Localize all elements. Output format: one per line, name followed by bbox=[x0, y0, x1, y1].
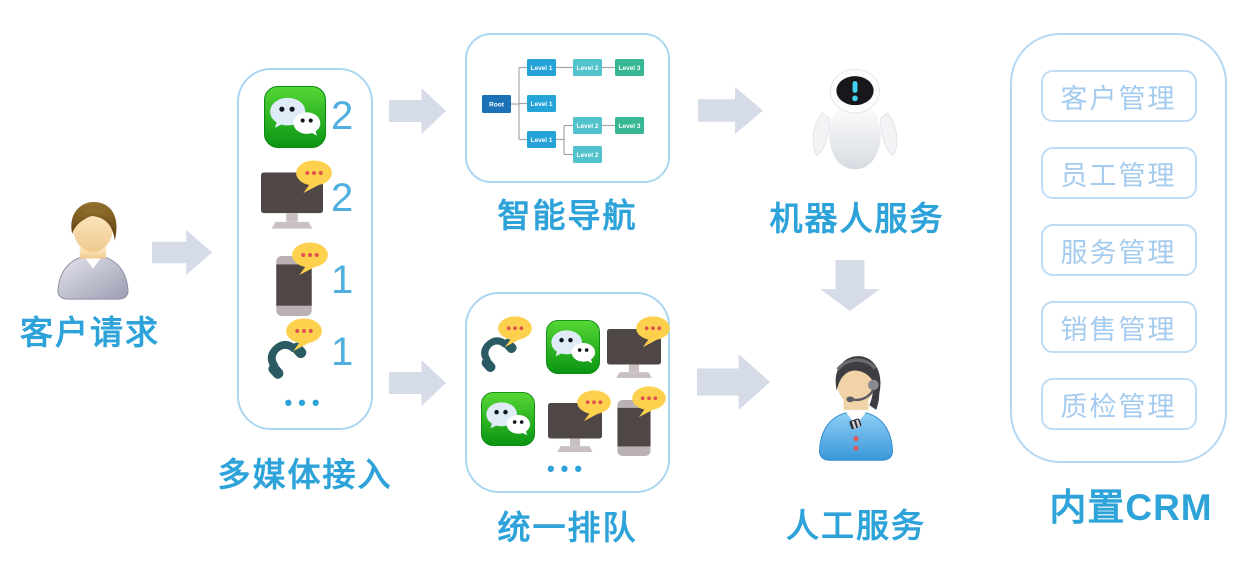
arrow-multimedia-to-queue bbox=[389, 360, 446, 406]
robot-icon bbox=[805, 58, 905, 186]
navigation-label: 智能导航 bbox=[497, 197, 638, 234]
chat-bubble-icon bbox=[295, 160, 333, 194]
wechat-icon bbox=[264, 86, 326, 148]
crm-module-service: 服务管理 bbox=[1040, 224, 1197, 276]
tree-nodes: Root Level 1 Level 1 Level 1 Level 2 Lev… bbox=[482, 59, 644, 163]
chat-bubble-icon bbox=[635, 316, 671, 348]
tree-node-level1: Level 1 bbox=[530, 137, 552, 144]
customer-label: 客户请求 bbox=[20, 314, 160, 351]
queue-panel: ••• bbox=[465, 292, 670, 493]
queue-label: 统一排队 bbox=[497, 509, 638, 546]
chat-bubble-icon bbox=[631, 386, 667, 418]
wechat-icon bbox=[546, 320, 600, 374]
mobile-chat-icon bbox=[275, 242, 335, 318]
tree-node-level3: Level 3 bbox=[618, 65, 640, 72]
arrow-customer-to-multimedia bbox=[152, 230, 212, 275]
crm-module-quality: 质检管理 bbox=[1040, 378, 1197, 430]
arrow-robot-to-agent bbox=[820, 260, 880, 311]
channel-count: 1 bbox=[331, 330, 354, 374]
crm-panel: 客户管理 员工管理 服务管理 销售管理 质检管理 bbox=[1010, 33, 1227, 463]
chat-bubble-icon bbox=[497, 316, 533, 348]
more-channels-dots: ••• bbox=[546, 456, 589, 481]
crm-module-staff: 员工管理 bbox=[1040, 147, 1197, 199]
arrow-multimedia-to-navigation bbox=[389, 88, 446, 134]
crm-module-customer: 客户管理 bbox=[1040, 70, 1197, 122]
phone-chat-icon bbox=[473, 316, 535, 378]
tree-node-level1: Level 1 bbox=[530, 65, 552, 72]
wechat-icon bbox=[481, 392, 535, 446]
channel-count: 1 bbox=[331, 258, 354, 302]
customer-icon bbox=[45, 196, 141, 302]
chat-bubble-icon bbox=[285, 318, 323, 352]
agent-icon bbox=[808, 332, 904, 482]
tree-node-level1: Level 1 bbox=[530, 101, 552, 108]
arrow-queue-to-agent bbox=[697, 354, 770, 410]
crm-module-sales: 销售管理 bbox=[1040, 301, 1197, 353]
multimedia-label: 多媒体接入 bbox=[217, 456, 393, 493]
multimedia-panel: 2 2 1 1 ••• bbox=[237, 68, 373, 430]
phone-chat-icon bbox=[259, 318, 325, 386]
tree-node-level2: Level 2 bbox=[576, 152, 598, 159]
tree-node-level3: Level 3 bbox=[618, 123, 640, 130]
tree-connectors bbox=[511, 66, 615, 156]
agent-label: 人工服务 bbox=[786, 507, 926, 544]
ivr-tree-diagram: Root Level 1 Level 1 Level 1 Level 2 Lev… bbox=[482, 59, 644, 163]
robot-label: 机器人服务 bbox=[769, 200, 945, 237]
more-channels-dots: ••• bbox=[284, 390, 326, 415]
navigation-panel: Root Level 1 Level 1 Level 1 Level 2 Lev… bbox=[465, 33, 670, 183]
desktop-chat-icon bbox=[261, 160, 337, 232]
tree-node-level2: Level 2 bbox=[576, 65, 598, 72]
channel-count: 2 bbox=[331, 94, 354, 138]
tree-node-root: Root bbox=[489, 102, 505, 109]
mobile-chat-icon bbox=[617, 386, 671, 458]
tree-node-level2: Level 2 bbox=[576, 123, 598, 130]
chat-bubble-icon bbox=[291, 242, 329, 276]
chat-bubble-icon bbox=[576, 390, 612, 422]
channel-count: 2 bbox=[331, 176, 354, 220]
desktop-chat-icon bbox=[607, 316, 669, 378]
crm-label: 内置CRM bbox=[1049, 487, 1213, 528]
arrow-navigation-to-robot bbox=[698, 87, 763, 134]
desktop-chat-icon bbox=[548, 390, 610, 452]
